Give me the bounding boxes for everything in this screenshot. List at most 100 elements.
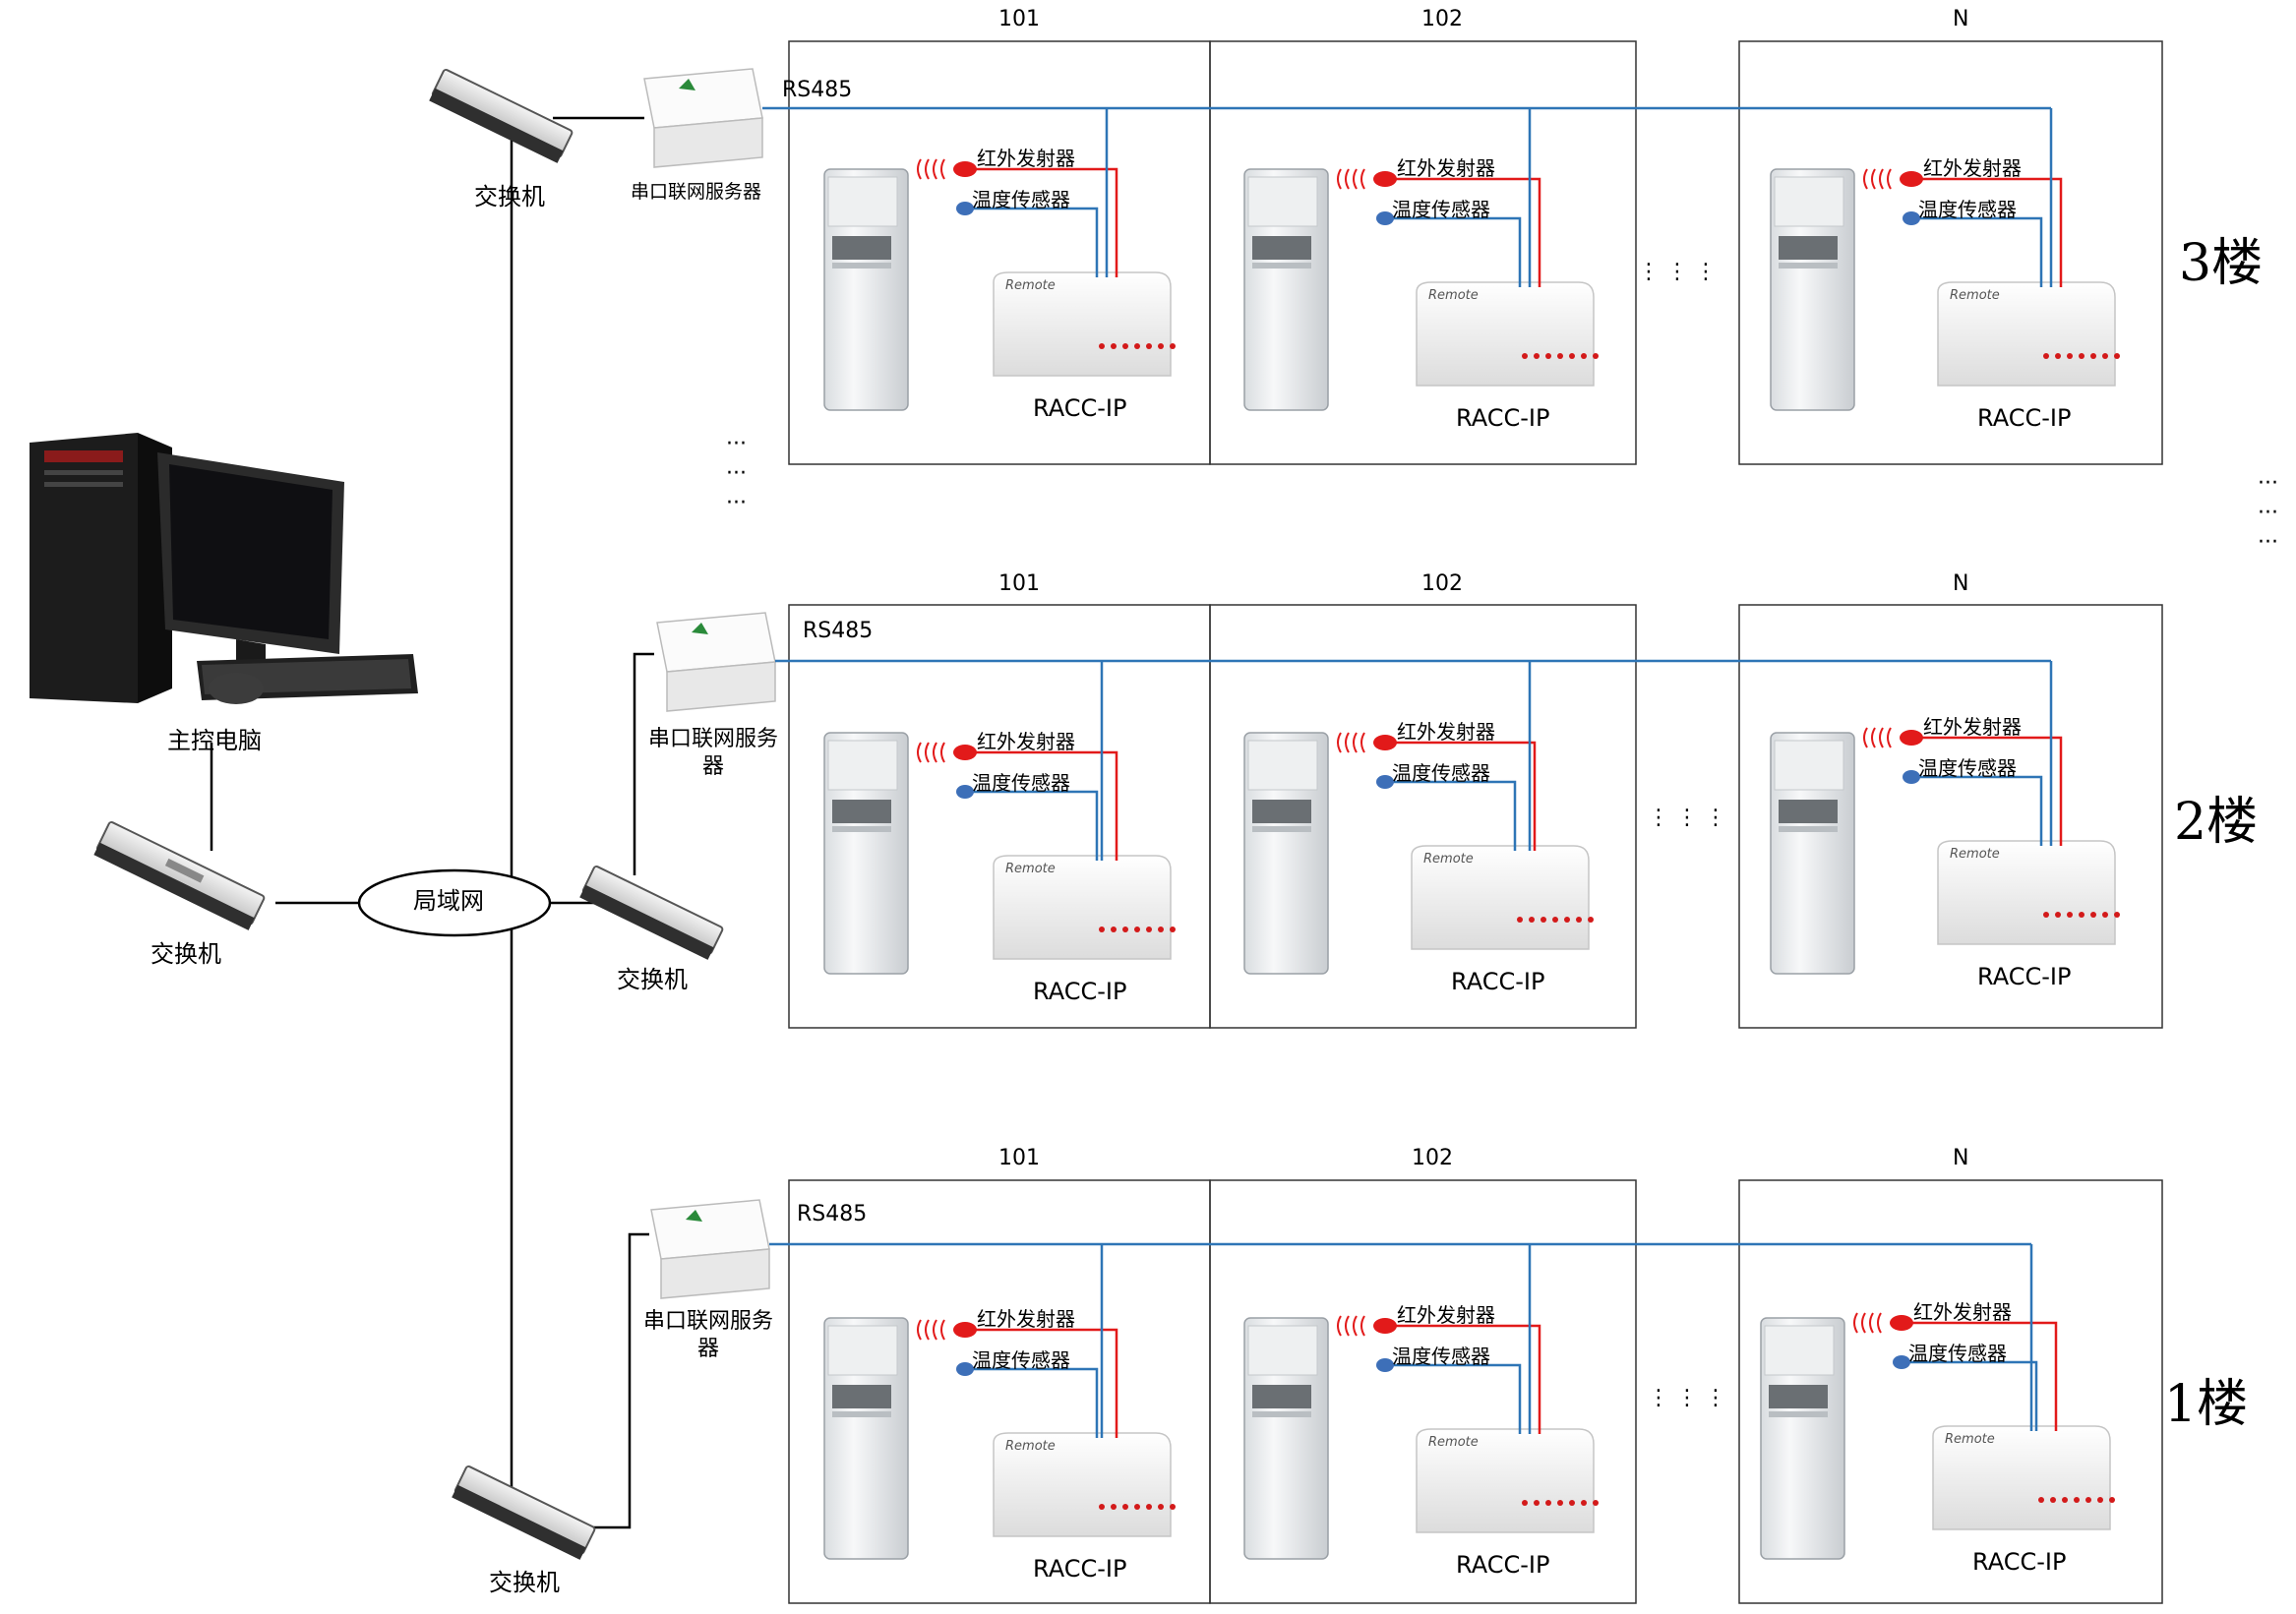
controller-brand: Remote	[1428, 1435, 1479, 1450]
room-label-102: 102	[1421, 7, 1463, 31]
temp-wire	[1392, 216, 1522, 287]
temperature-sensor-icon	[956, 202, 974, 215]
bus-label: RS485	[797, 1202, 868, 1226]
switch-icon-top	[429, 69, 574, 163]
ir-emitter-label: 红外发射器	[1923, 156, 2022, 180]
ir-emitter-icon	[917, 1319, 977, 1341]
ir-emitter-icon	[917, 742, 977, 763]
controller-label: RACC-IP	[1977, 404, 2072, 432]
gap-ellipsis-left-3: ···	[726, 491, 747, 515]
ir-wire	[972, 1328, 1118, 1438]
ir-emitter-icon	[1863, 727, 1923, 748]
air-conditioner-icon	[1770, 168, 1855, 411]
controller-brand: Remote	[1005, 278, 1056, 293]
controller-label: RACC-IP	[1972, 1548, 2067, 1576]
mid-switch-to-server-line	[633, 652, 654, 875]
switch-label-top: 交换机	[474, 183, 545, 210]
gap-ellipsis-right-2: ···	[2258, 501, 2278, 525]
switch-icon-left	[93, 821, 266, 930]
air-conditioner-icon	[1770, 732, 1855, 975]
room-box	[1738, 1179, 2163, 1604]
room-box	[1209, 1179, 1637, 1604]
ir-emitter-label: 红外发射器	[977, 147, 1075, 170]
ir-wire	[1918, 736, 2063, 846]
temperature-sensor-label: 温度传感器	[1908, 1342, 2007, 1365]
ir-emitter-label: 红外发射器	[1913, 1300, 2012, 1324]
temp-wire	[1392, 780, 1517, 851]
ir-emitter-label: 红外发射器	[1397, 156, 1495, 180]
room-box	[1738, 604, 2163, 1029]
ir-emitter-icon	[1337, 732, 1397, 753]
temperature-sensor-label: 温度传感器	[1392, 1345, 1490, 1368]
ir-emitter-label: 红外发射器	[1397, 720, 1495, 744]
temperature-sensor-label: 温度传感器	[1918, 198, 2017, 221]
room-label-N: N	[1953, 7, 1969, 31]
gap-ellipsis-left-2: ···	[726, 461, 747, 486]
racc-ip-controller-icon: Remote	[993, 1432, 1176, 1537]
room-box	[1209, 604, 1637, 1029]
computer-icon	[30, 433, 418, 704]
temp-wire	[972, 790, 1099, 861]
controller-label: RACC-IP	[1456, 404, 1550, 432]
temp-wire	[1908, 1360, 2038, 1431]
temperature-sensor-icon	[956, 1362, 974, 1376]
room-label-N: N	[1953, 1146, 1969, 1170]
racc-ip-controller-icon: Remote	[1416, 281, 1599, 387]
temperature-sensor-label: 温度传感器	[972, 1348, 1070, 1372]
room-label-N: N	[1953, 571, 1969, 596]
controller-brand: Remote	[1950, 288, 2000, 303]
ir-wire	[972, 167, 1118, 277]
controller-brand: Remote	[1005, 1439, 1056, 1454]
temp-wire	[1918, 775, 2043, 846]
ir-emitter-label: 红外发射器	[1923, 715, 2022, 739]
controller-brand: Remote	[1005, 862, 1056, 876]
controller-label: RACC-IP	[1033, 1555, 1127, 1583]
network-lines	[210, 116, 654, 1529]
racc-ip-controller-icon: Remote	[1937, 281, 2120, 387]
temperature-sensor-icon	[1376, 775, 1394, 789]
lan-ellipse	[357, 868, 552, 937]
temperature-sensor-label: 温度传感器	[1918, 756, 2017, 780]
server-label-bottom: 串口联网服务器	[642, 1309, 773, 1361]
row-ellipsis: ⋮ ⋮ ⋮	[1648, 1386, 1726, 1410]
racc-ip-controller-icon: Remote	[993, 855, 1176, 960]
row-ellipsis: ⋮ ⋮ ⋮	[1638, 260, 1717, 284]
temperature-sensor-icon	[1903, 211, 1920, 225]
temperature-sensor-icon	[1376, 1358, 1394, 1372]
air-conditioner-icon	[1243, 1317, 1329, 1560]
server-label-middle: 串口联网服务器	[647, 727, 778, 779]
ir-wire	[1392, 177, 1541, 287]
bus-label: RS485	[782, 78, 853, 102]
switch-label-bottom: 交换机	[489, 1569, 560, 1596]
pc-label: 主控电脑	[167, 727, 262, 754]
gap-ellipsis-right-1: ···	[2258, 471, 2278, 496]
switch-icon-middle	[579, 866, 724, 960]
temperature-sensor-label: 温度传感器	[1392, 761, 1490, 785]
temperature-sensor-icon	[1893, 1355, 1910, 1369]
ir-wire	[972, 750, 1118, 861]
ir-wire	[1392, 1324, 1541, 1434]
room-box	[1209, 40, 1637, 465]
serial-server-icon	[656, 612, 776, 712]
floor-label: 1楼	[2164, 1375, 2249, 1434]
room-label-102: 102	[1421, 571, 1463, 596]
air-conditioner-icon	[823, 168, 909, 411]
controller-label: RACC-IP	[1033, 394, 1127, 422]
air-conditioner-icon	[1243, 732, 1329, 975]
air-conditioner-icon	[823, 1317, 909, 1560]
floor-label: 2楼	[2174, 793, 2259, 852]
switch-label-middle: 交换机	[617, 966, 688, 993]
controller-label: RACC-IP	[1033, 978, 1127, 1005]
racc-ip-controller-icon: Remote	[1411, 845, 1594, 950]
controller-label: RACC-IP	[1451, 968, 1545, 995]
ir-wire	[1918, 177, 2063, 287]
room-label-102: 102	[1412, 1146, 1453, 1170]
temperature-sensor-label: 温度传感器	[1392, 198, 1490, 221]
ir-emitter-icon	[1853, 1312, 1913, 1334]
serial-server-icon	[643, 68, 763, 168]
controller-brand: Remote	[1428, 288, 1479, 303]
temp-wire	[972, 207, 1099, 277]
